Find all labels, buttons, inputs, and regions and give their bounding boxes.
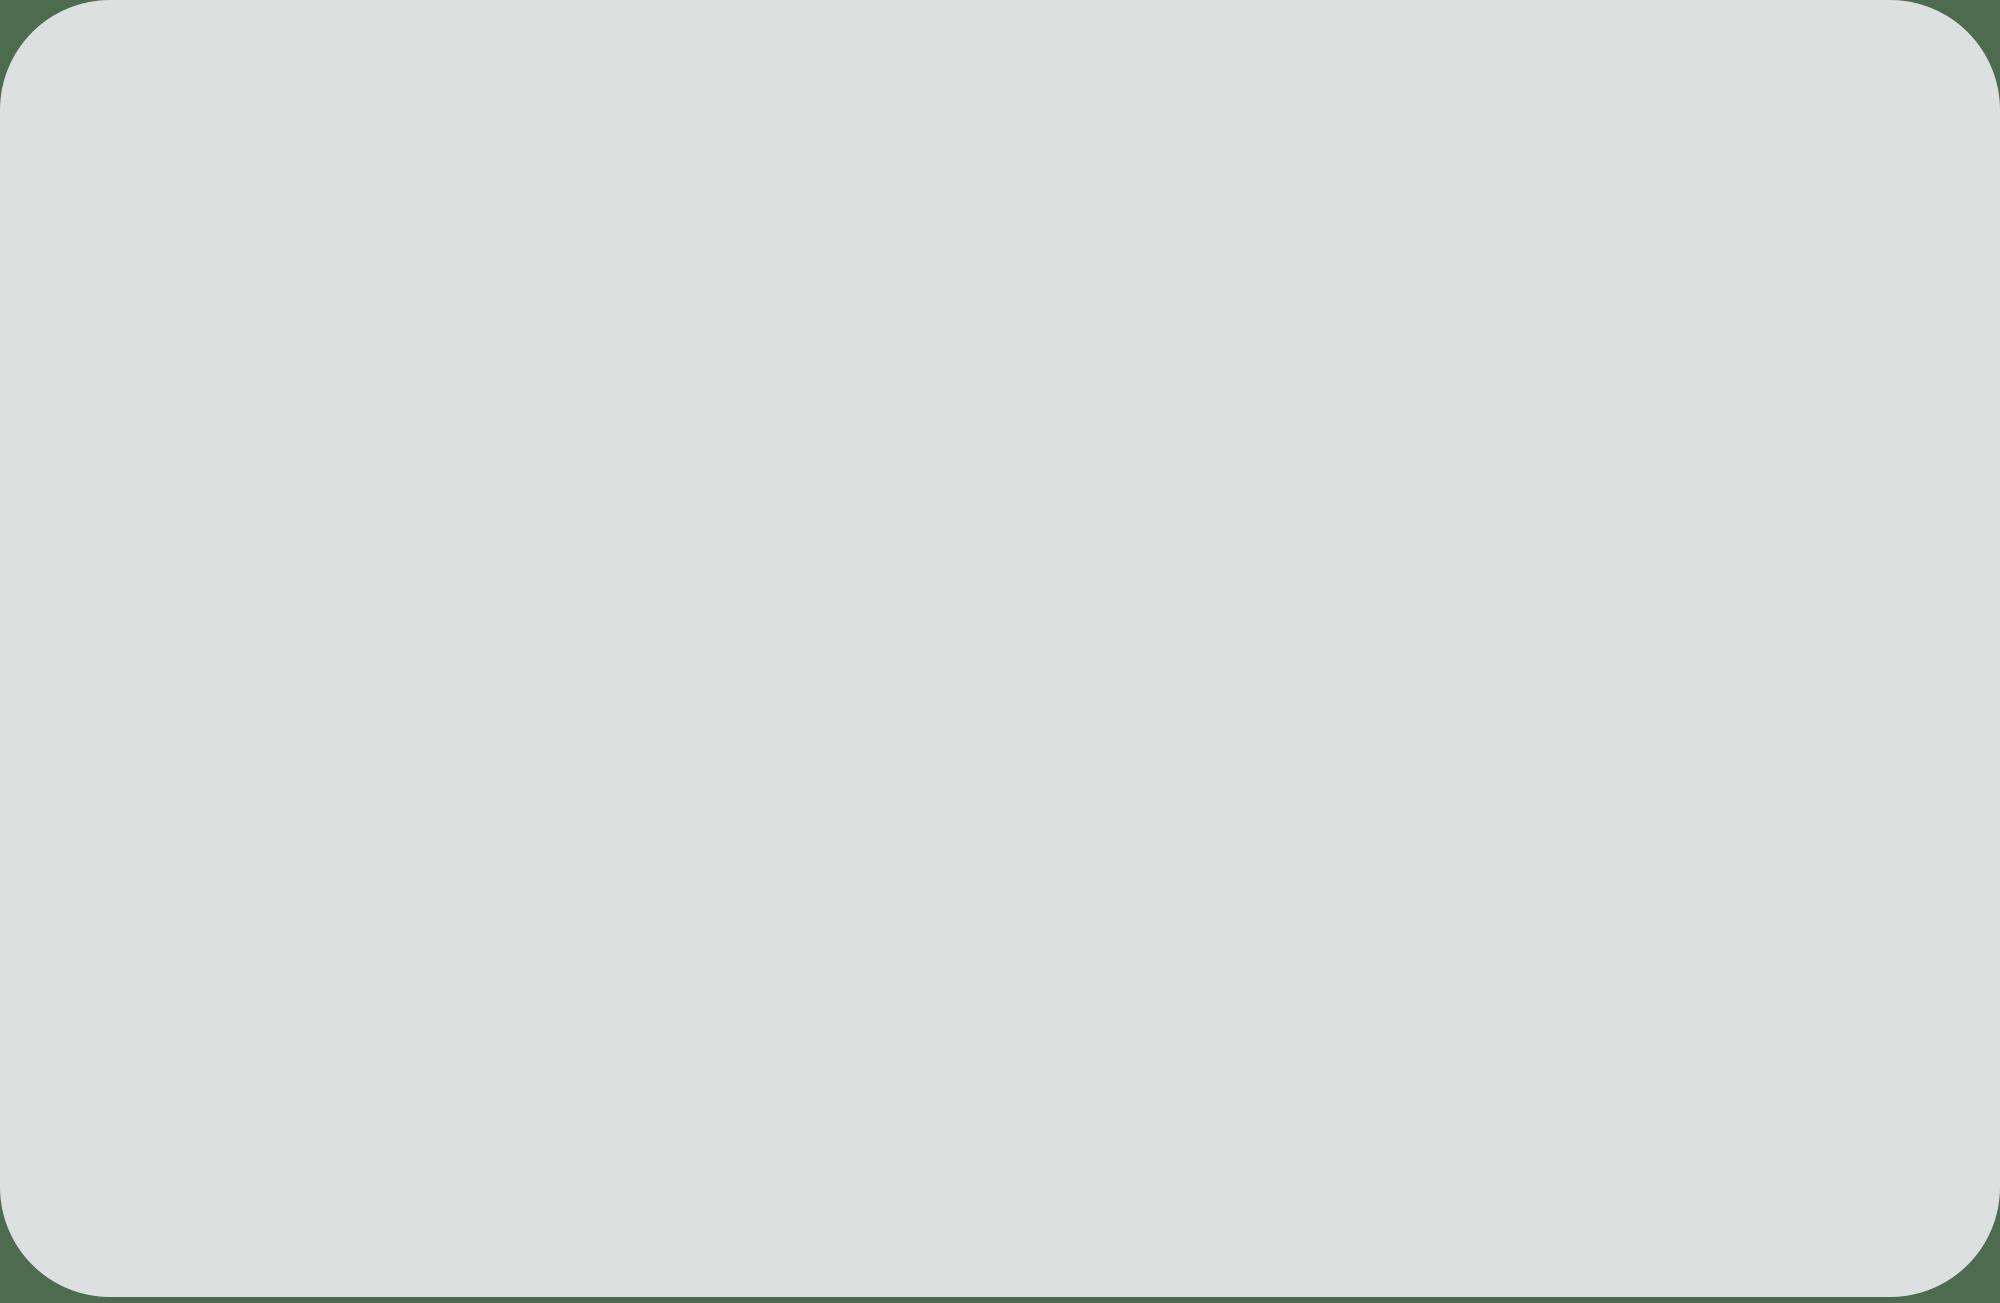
diagram-panel: [0, 0, 2000, 1297]
diagram-canvas: [0, 0, 2000, 1297]
causal-graph-svg: [0, 0, 2000, 1297]
